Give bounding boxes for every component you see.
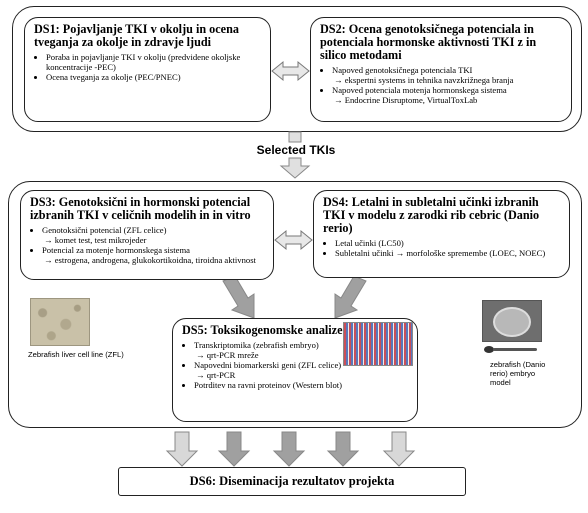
ds4-title: DS4: Letalni in subletalni učinki izbran…: [323, 195, 540, 235]
ds3-box: DS3: Genotoksični in hormonski potencial…: [20, 190, 274, 280]
ds2-title: DS2: Ocena genotoksičnega potenciala in …: [320, 22, 537, 62]
ds3-list: Genotoksični potencial (ZFL celice)→ kom…: [30, 225, 265, 265]
ds5-item-1-sub: → qrt-PCR mreže: [196, 350, 259, 360]
ds3-item-2-text: Potencial za motenje hormonskega sistema: [42, 245, 190, 255]
double-arrow-ds3-ds4: [274, 229, 313, 251]
liver-cell-caption: Zebrafish liver cell line (ZFL): [28, 350, 124, 359]
ds2-item-2: Napoved potenciala motenja hormonskega s…: [332, 85, 563, 105]
arrow-ds3-ds5: [222, 275, 255, 319]
ds1-list: Poraba in pojavljanje TKI v okolju (pred…: [34, 52, 262, 82]
ds2-box: DS2: Ocena genotoksičnega potenciala in …: [310, 17, 572, 122]
ds3-item-1: Genotoksični potencial (ZFL celice)→ kom…: [42, 225, 265, 245]
ds4-item-1: Letal učinki (LC50): [335, 238, 561, 248]
larva-image: [484, 343, 540, 355]
embryo-shape: [493, 307, 531, 337]
larva-tail: [493, 348, 537, 351]
ds5-item-2: Napovedni biomarkerski geni (ZFL celice)…: [194, 360, 409, 380]
arrow-down-selected: [279, 157, 311, 179]
ds2-item-1-text: Napoved genotoksičnega potenciala TKI: [332, 65, 473, 75]
ds4-box: DS4: Letalni in subletalni učinki izbran…: [313, 190, 570, 278]
ds1-item-2: Ocena tveganja za okolje (PEC/PNEC): [46, 72, 262, 82]
ds3-item-2-sub: → estrogena, androgena, glukokortikoidna…: [44, 255, 256, 265]
arrow-ds4-ds5: [334, 275, 367, 319]
ds3-item-1-text: Genotoksični potencial (ZFL celice): [42, 225, 167, 235]
double-arrow-ds1-ds2: [271, 60, 310, 82]
ds3-item-1-sub: → komet test, test mikrojeder: [44, 235, 147, 245]
ds5-title: DS5: Toksikogenomske analize: [182, 323, 343, 337]
ds5-item-2-sub: → qrt-PCR: [196, 370, 236, 380]
ds2-item-1: Napoved genotoksičnega potenciala TKI→ e…: [332, 65, 563, 85]
selected-tkis-label: Selected TKIs: [256, 143, 336, 157]
ds2-item-2-text: Napoved potenciala motenja hormonskega s…: [332, 85, 507, 95]
ds1-box: DS1: Pojavljanje TKI v okolju in ocena t…: [24, 17, 271, 122]
embryo-image: [482, 300, 542, 342]
ds5-item-2-text: Napovedni biomarkerski geni (ZFL celice): [194, 360, 342, 370]
ds5-item-3: Potrditev na ravni proteinov (Western bl…: [194, 380, 409, 390]
ds2-list: Napoved genotoksičnega potenciala TKI→ e…: [320, 65, 563, 105]
heatmap-image: [343, 322, 413, 366]
ds2-item-2-sub: → Endocrine Disruptome, VirtualToxLab: [334, 95, 478, 105]
ds5-item-1: Transkriptomika (zebrafish embryo)→ qrt-…: [194, 340, 409, 360]
ds4-list: Letal učinki (LC50) Subletalni učinki → …: [323, 238, 561, 258]
ds1-title: DS1: Pojavljanje TKI v okolju in ocena t…: [34, 22, 239, 49]
ds6-box: DS6: Diseminacija rezultatov projekta: [118, 467, 466, 496]
ds5-item-1-text: Transkriptomika (zebrafish embryo): [194, 340, 319, 350]
ds2-item-1-sub: → ekspertni systems in tehnika navzkrižn…: [334, 75, 514, 85]
ds1-item-1: Poraba in pojavljanje TKI v okolju (pred…: [46, 52, 262, 72]
ds5-list: Transkriptomika (zebrafish embryo)→ qrt-…: [182, 340, 409, 390]
liver-cell-image: [30, 298, 90, 346]
embryo-caption: zebrafish (Danio rerio) embryo model: [490, 360, 546, 387]
ds4-item-2: Subletalni učinki → morfološke spremembe…: [335, 248, 561, 258]
ds6-title: DS6: Diseminacija rezultatov projekta: [189, 474, 395, 488]
ds3-title: DS3: Genotoksični in hormonski potencial…: [30, 195, 251, 222]
ds3-item-2: Potencial za motenje hormonskega sistema…: [42, 245, 265, 265]
arrows-to-ds6: [165, 431, 416, 467]
arrow-down-upper: [288, 131, 302, 143]
larva-shape: [484, 346, 494, 353]
